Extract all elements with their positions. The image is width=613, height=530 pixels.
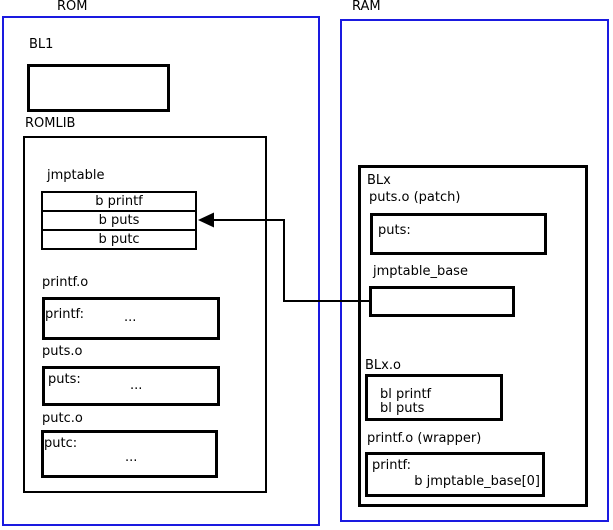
printf-o-box: printf: ... (42, 297, 220, 340)
bl1-box (27, 64, 170, 112)
puts-patch-symbol: puts: (378, 223, 411, 238)
putc-o-label: putc.o (42, 411, 83, 426)
blx-o-label-text: BLx.o (365, 358, 401, 373)
puts-o-box: puts: ... (42, 366, 220, 406)
rom-title: ROM (57, 0, 88, 14)
printf-wrapper-box: printf: b jmptable_base[0] (365, 452, 545, 497)
blx-label: BLx (367, 173, 391, 188)
printf-wrapper-line1: printf: (372, 458, 412, 473)
putc-o-box: putc: ... (41, 430, 218, 478)
blx-o-label: BLx.o (365, 359, 401, 373)
printf-wrapper-label: printf.o (wrapper) (367, 431, 482, 446)
puts-symbol: puts: (48, 372, 81, 387)
ram-frame: BLx puts.o (patch) puts: jmptable_base B… (340, 19, 609, 522)
blx-o-line2: bl puts (380, 401, 425, 416)
puts-o-label: puts.o (42, 344, 83, 359)
jmptable-base-box (369, 286, 515, 317)
bl1-label: BL1 (29, 37, 54, 52)
romlib-box: jmptable b printf b puts b putc printf.o… (23, 136, 267, 493)
blx-o-box: bl printf bl puts (365, 374, 503, 421)
blx-box: BLx puts.o (patch) puts: jmptable_base B… (358, 165, 588, 507)
jmptable-row-printf: b printf (41, 191, 197, 212)
blx-o-line1: bl printf (380, 387, 432, 402)
printf-symbol: printf: (45, 307, 85, 322)
jmptable-label: jmptable (47, 168, 105, 183)
printf-wrapper-line2: b jmptable_base[0] (414, 474, 540, 489)
ram-title: RAM (352, 0, 381, 14)
puts-dots: ... (130, 378, 143, 393)
putc-symbol: putc: (44, 436, 78, 451)
jmptable-base-label: jmptable_base (373, 264, 468, 279)
jmptable-row-puts: b puts (41, 210, 197, 231)
jmptable-stack: b printf b puts b putc (41, 191, 197, 250)
rom-frame: BL1 ROMLIB jmptable b printf b puts b pu… (2, 16, 320, 526)
puts-patch-label: puts.o (patch) (369, 190, 461, 205)
printf-o-label: printf.o (42, 275, 89, 290)
putc-dots: ... (125, 450, 138, 465)
romlib-label: ROMLIB (25, 116, 76, 131)
puts-patch-box: puts: (370, 213, 547, 255)
jmptable-row-putc: b putc (41, 229, 197, 250)
printf-dots: ... (124, 310, 137, 325)
